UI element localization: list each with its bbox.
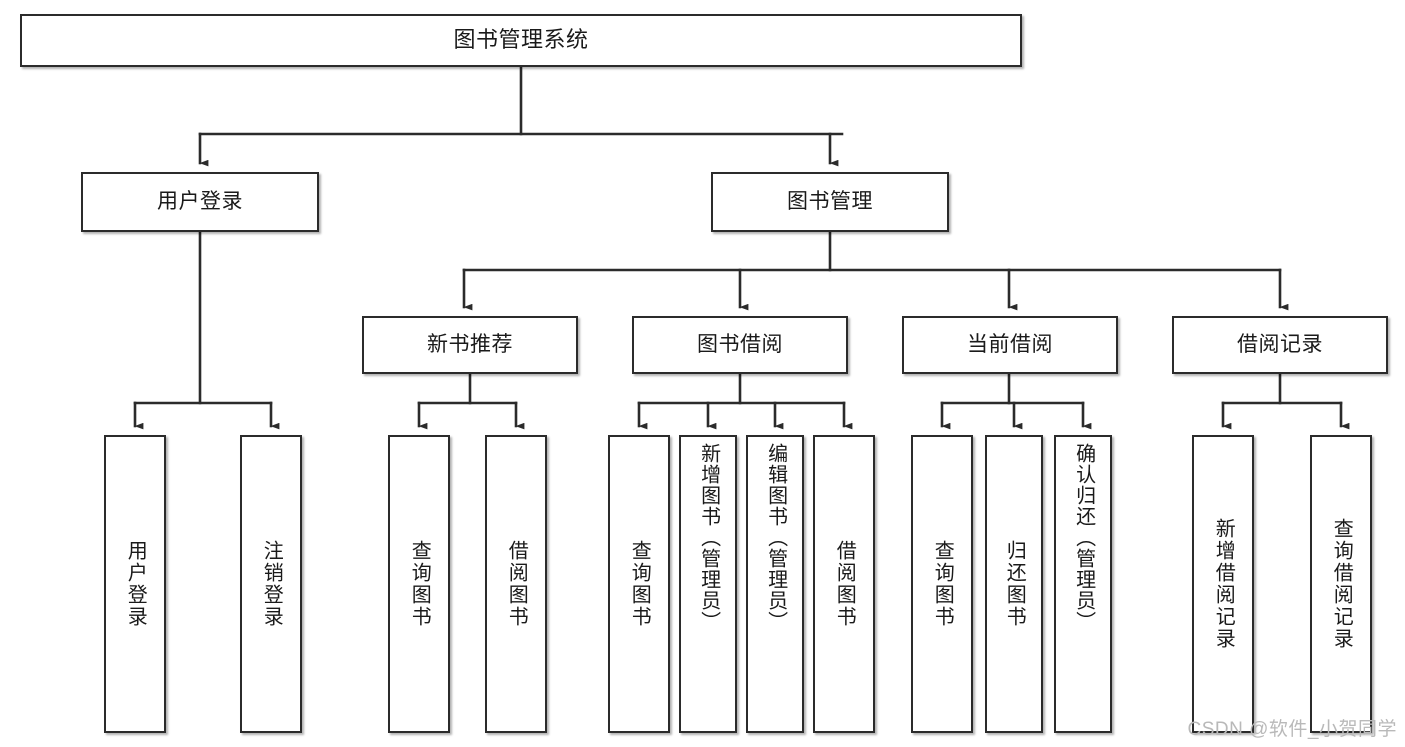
node-book-manage[interactable]: 图书管理 [711, 172, 949, 232]
node-leaf-current-query[interactable]: 查询图书 [911, 435, 973, 733]
node-leaf-current-return[interactable]: 归还图书 [985, 435, 1043, 733]
node-leaf-rec-borrow[interactable]: 借阅图书 [485, 435, 547, 733]
node-leaf-record-add[interactable]: 新增借阅记录 [1192, 435, 1254, 733]
node-leaf-borrow-query[interactable]: 查询图书 [608, 435, 670, 733]
node-leaf-borrow-add-label: 新增图书（管理员） [697, 443, 720, 632]
node-leaf-user-logout[interactable]: 注销登录 [240, 435, 302, 733]
node-leaf-current-return-label: 归还图书 [1003, 540, 1026, 628]
node-leaf-rec-query-label: 查询图书 [408, 540, 431, 628]
node-root-label: 图书管理系统 [453, 27, 589, 53]
node-leaf-rec-query[interactable]: 查询图书 [388, 435, 450, 733]
node-leaf-borrow-borrow[interactable]: 借阅图书 [813, 435, 875, 733]
node-leaf-user-logout-label: 注销登录 [260, 540, 283, 628]
node-leaf-rec-borrow-label: 借阅图书 [505, 540, 528, 628]
node-leaf-borrow-query-label: 查询图书 [628, 540, 651, 628]
node-leaf-borrow-borrow-label: 借阅图书 [833, 540, 856, 628]
node-book-manage-label: 图书管理 [787, 190, 873, 214]
node-book-borrow[interactable]: 图书借阅 [632, 316, 848, 374]
node-leaf-user-login[interactable]: 用户登录 [104, 435, 166, 733]
node-new-book-recommend-label: 新书推荐 [427, 333, 513, 357]
node-borrow-record[interactable]: 借阅记录 [1172, 316, 1388, 374]
node-leaf-record-query[interactable]: 查询借阅记录 [1310, 435, 1372, 733]
node-user-login-label: 用户登录 [157, 190, 243, 214]
node-current-borrow[interactable]: 当前借阅 [902, 316, 1118, 374]
node-book-borrow-label: 图书借阅 [697, 333, 783, 357]
node-root[interactable]: 图书管理系统 [20, 14, 1022, 67]
node-leaf-current-query-label: 查询图书 [931, 540, 954, 628]
node-leaf-current-confirm-label: 确认归还（管理员） [1072, 443, 1095, 632]
node-user-login[interactable]: 用户登录 [81, 172, 319, 232]
node-borrow-record-label: 借阅记录 [1237, 333, 1323, 357]
node-leaf-record-query-label: 查询借阅记录 [1330, 518, 1353, 650]
node-current-borrow-label: 当前借阅 [967, 333, 1053, 357]
node-leaf-borrow-edit[interactable]: 编辑图书（管理员） [746, 435, 804, 733]
node-new-book-recommend[interactable]: 新书推荐 [362, 316, 578, 374]
node-leaf-current-confirm[interactable]: 确认归还（管理员） [1054, 435, 1112, 733]
node-leaf-borrow-add[interactable]: 新增图书（管理员） [679, 435, 737, 733]
node-leaf-record-add-label: 新增借阅记录 [1212, 518, 1235, 650]
node-leaf-borrow-edit-label: 编辑图书（管理员） [764, 443, 787, 632]
watermark: CSDN @软件_小贺同学 [1187, 719, 1397, 740]
node-leaf-user-login-label: 用户登录 [124, 540, 147, 628]
